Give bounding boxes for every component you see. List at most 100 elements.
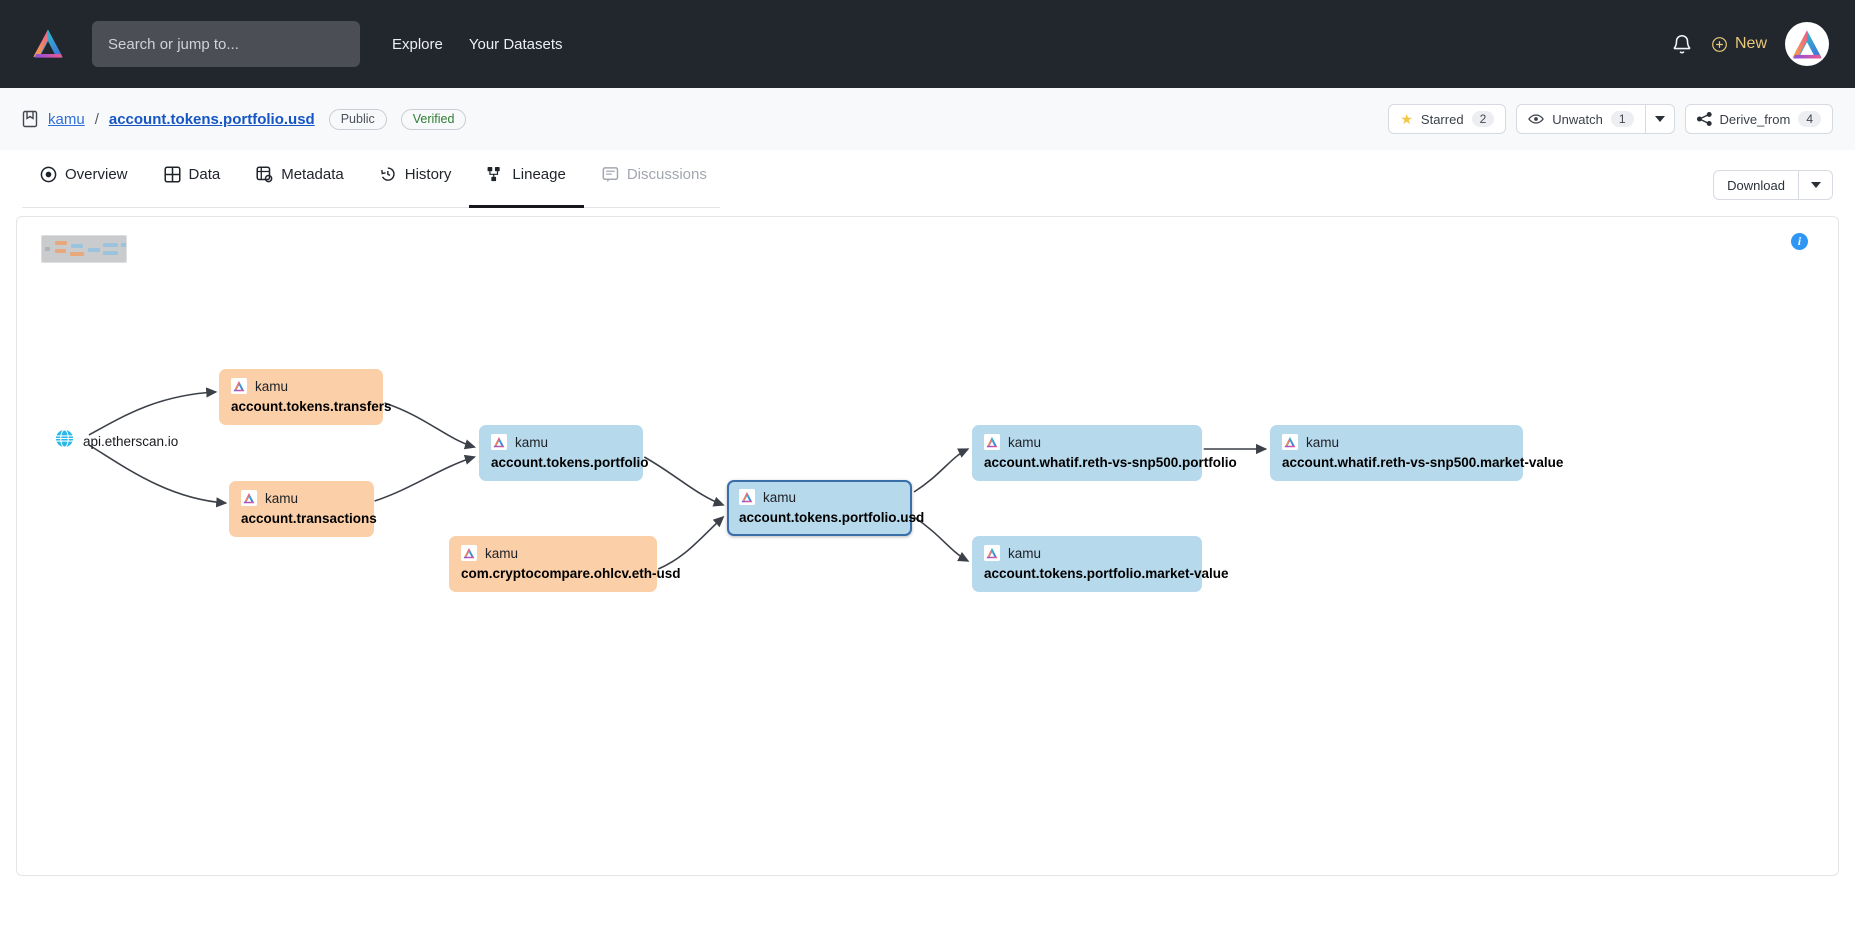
tab-metadata[interactable]: Metadata — [238, 152, 362, 208]
node-owner-name: kamu — [515, 434, 549, 450]
tab-underline — [22, 207, 720, 208]
tab-overview-label: Overview — [65, 165, 128, 183]
node-owner: kamu — [491, 434, 631, 450]
kamu-logo-icon — [984, 434, 1000, 450]
node-owner-name: kamu — [265, 490, 299, 506]
notification-bell-icon[interactable] — [1671, 32, 1693, 56]
breadcrumb-separator: / — [94, 110, 99, 128]
breadcrumb-bar: kamu / account.tokens.portfolio.usd Publ… — [0, 88, 1855, 150]
lineage-nodes-icon — [487, 166, 504, 183]
tab-lineage-label: Lineage — [512, 165, 566, 183]
tab-discussions: Discussions — [584, 152, 725, 208]
chevron-down-icon — [1810, 182, 1821, 188]
lineage-node-portfolio[interactable]: kamu account.tokens.portfolio — [479, 425, 649, 481]
tab-history[interactable]: History — [362, 152, 470, 208]
lineage-node-tokens-market-value[interactable]: kamu account.tokens.portfolio.market-val… — [972, 536, 1229, 592]
plus-circle-icon — [1712, 36, 1727, 52]
starred-label: Starred — [1420, 111, 1464, 127]
nav-link-explore[interactable]: Explore — [392, 35, 443, 53]
user-avatar[interactable] — [1785, 22, 1829, 66]
visibility-badge: Public — [328, 108, 387, 130]
lineage-node-transactions[interactable]: kamu account.transactions — [229, 481, 377, 537]
unwatch-button[interactable]: Unwatch 1 — [1516, 104, 1646, 134]
lineage-node-portfolio-usd-selected[interactable]: kamu account.tokens.portfolio.usd — [727, 480, 925, 536]
new-button-label: New — [1734, 35, 1767, 52]
lineage-edges — [88, 387, 1268, 570]
breadcrumb: kamu / account.tokens.portfolio.usd Publ… — [22, 108, 467, 130]
info-circle-icon[interactable]: i — [1791, 233, 1808, 250]
node-owner: kamu — [984, 545, 1190, 561]
node-title: account.tokens.portfolio — [491, 455, 649, 470]
node-title: account.tokens.portfolio.market-value — [984, 566, 1229, 581]
tab-data[interactable]: Data — [146, 152, 239, 208]
new-button[interactable]: New — [1711, 35, 1767, 53]
lineage-node-whatif-market-value[interactable]: kamu account.whatif.reth-vs-snp500.marke… — [1270, 425, 1564, 481]
kamu-logo-icon — [231, 378, 247, 394]
grid-table-icon — [163, 165, 181, 183]
lineage-node-whatif-portfolio[interactable]: kamu account.whatif.reth-vs-snp500.portf… — [972, 425, 1237, 481]
derive-from-button[interactable]: Derive_from 4 — [1684, 104, 1833, 134]
node-owner: kamu — [739, 489, 900, 505]
tabs: Overview Data Metadata History Lineage — [22, 152, 725, 208]
top-navigation-bar: Explore Your Datasets New — [0, 0, 1855, 88]
node-owner: kamu — [231, 378, 371, 394]
breadcrumb-dataset-link[interactable]: account.tokens.portfolio.usd — [108, 110, 315, 128]
watch-button-group: Unwatch 1 — [1516, 104, 1675, 134]
lineage-graph-panel[interactable]: i api.etherscan.io — [16, 216, 1839, 876]
download-label: Download — [1727, 177, 1785, 193]
nav-link-your-datasets[interactable]: Your Datasets — [468, 35, 563, 53]
dataset-actions: ★ Starred 2 Unwatch 1 Derive_from — [1388, 88, 1833, 150]
node-owner: kamu — [1282, 434, 1511, 450]
comment-icon — [602, 166, 619, 183]
graph-minimap[interactable] — [41, 235, 127, 263]
tab-data-label: Data — [188, 165, 221, 183]
tab-overview[interactable]: Overview — [22, 152, 146, 208]
kamu-logo-icon — [241, 490, 257, 506]
node-title: account.whatif.reth-vs-snp500.market-val… — [1282, 455, 1564, 470]
dataset-icon — [22, 110, 38, 128]
lineage-node-transfers[interactable]: kamu account.tokens.transfers — [219, 369, 392, 425]
download-button-group: Download — [1713, 170, 1833, 200]
tab-metadata-label: Metadata — [281, 165, 344, 183]
share-nodes-icon — [1696, 112, 1712, 126]
top-nav-right-cluster: New — [1671, 0, 1829, 88]
metadata-link-icon — [256, 165, 273, 183]
eye-icon — [1528, 114, 1545, 124]
node-owner: kamu — [241, 490, 362, 506]
node-title: com.cryptocompare.ohlcv.eth-usd — [461, 566, 681, 581]
node-title: account.tokens.portfolio.usd — [739, 510, 925, 525]
node-owner-name: kamu — [1008, 545, 1042, 561]
node-owner: kamu — [984, 434, 1190, 450]
download-button[interactable]: Download — [1713, 170, 1799, 200]
kamu-logo-icon — [984, 545, 1000, 561]
chevron-down-icon — [1654, 116, 1665, 122]
node-owner-name: kamu — [1306, 434, 1340, 450]
kamu-logo-icon — [739, 489, 755, 505]
kamu-triangle-logo[interactable] — [28, 24, 68, 64]
search-input[interactable] — [92, 21, 360, 67]
starred-button[interactable]: ★ Starred 2 — [1388, 104, 1507, 134]
watch-dropdown-button[interactable] — [1645, 104, 1675, 134]
kamu-logo-icon — [461, 545, 477, 561]
kamu-logo-icon — [491, 434, 507, 450]
unwatch-count: 1 — [1610, 111, 1634, 127]
lineage-node-cryptocompare[interactable]: kamu com.cryptocompare.ohlcv.eth-usd — [449, 536, 681, 592]
tab-discussions-label: Discussions — [626, 165, 707, 183]
download-dropdown-button[interactable] — [1799, 170, 1833, 200]
unwatch-label: Unwatch — [1552, 111, 1603, 127]
node-title: account.whatif.reth-vs-snp500.portfolio — [984, 455, 1237, 470]
history-clock-icon — [380, 166, 397, 183]
dataset-tab-bar: Overview Data Metadata History Lineage — [0, 150, 1855, 208]
node-title: account.tokens.transfers — [231, 399, 392, 414]
derive-from-label: Derive_from — [1719, 111, 1791, 127]
tab-history-label: History — [404, 165, 452, 183]
starred-count: 2 — [1471, 111, 1495, 127]
node-title: account.transactions — [241, 511, 377, 526]
tab-lineage[interactable]: Lineage — [469, 152, 585, 208]
primary-nav-links: Explore Your Datasets — [392, 36, 563, 53]
breadcrumb-owner-link[interactable]: kamu — [48, 110, 85, 128]
source-node-etherscan[interactable]: api.etherscan.io — [55, 429, 178, 453]
kamu-logo-icon — [1282, 434, 1298, 450]
star-icon: ★ — [1400, 111, 1413, 127]
verified-badge: Verified — [400, 108, 467, 130]
